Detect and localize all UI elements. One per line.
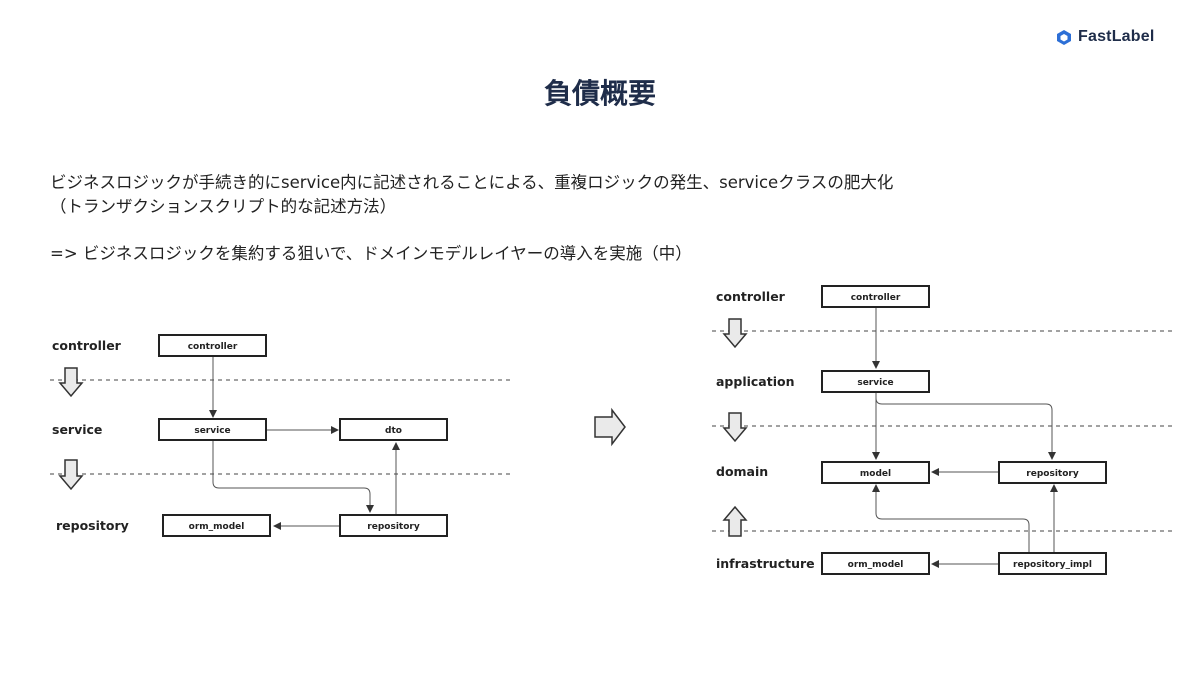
after-box-orm-model: orm_model xyxy=(821,552,930,575)
svg-text:controller: controller xyxy=(188,342,238,352)
before-box-service: service xyxy=(158,418,267,441)
svg-text:repository_impl: repository_impl xyxy=(1013,560,1092,570)
before-layer-repository: repository xyxy=(56,518,129,533)
right-arrow-icon xyxy=(594,407,626,447)
after-box-service: service xyxy=(821,370,930,393)
svg-text:service: service xyxy=(194,426,230,436)
up-arrow-icon xyxy=(722,505,748,537)
svg-text:repository: repository xyxy=(1026,469,1079,479)
before-diagram: controller service repository controller… xyxy=(50,334,510,537)
body-line-3: => ビジネスロジックを集約する狙いで、ドメインモデルレイヤーの導入を実施（中） xyxy=(50,244,692,263)
svg-text:orm_model: orm_model xyxy=(189,522,245,532)
edge-service-to-repository xyxy=(875,397,1056,460)
svg-text:repository: repository xyxy=(367,522,420,532)
page-title: 負債概要 xyxy=(543,77,656,110)
after-box-controller: controller xyxy=(821,285,930,308)
svg-text:orm_model: orm_model xyxy=(848,560,904,570)
after-box-model: model xyxy=(821,461,930,484)
edge-service-to-repository xyxy=(212,441,374,513)
after-layer-infrastructure: infrastructure xyxy=(716,556,815,571)
svg-text:model: model xyxy=(860,469,891,479)
after-diagram: controller application domain infrastruc… xyxy=(712,285,1172,575)
after-layer-domain: domain xyxy=(716,464,768,479)
body-line-1: ビジネスロジックが手続き的にservice内に記述されることによる、重複ロジック… xyxy=(50,173,894,192)
before-layer-controller: controller xyxy=(52,338,122,353)
down-arrow-icon xyxy=(58,459,84,491)
before-box-orm-model: orm_model xyxy=(162,514,271,537)
after-box-repository-impl: repository_impl xyxy=(998,552,1107,575)
down-arrow-icon xyxy=(722,412,748,443)
before-box-controller: controller xyxy=(158,334,267,357)
edge-repository-impl-to-model xyxy=(872,484,1030,553)
body-line-2: （トランザクションスクリプト的な記述方法） xyxy=(50,197,397,216)
brand-name: FastLabel xyxy=(1078,28,1155,45)
svg-text:dto: dto xyxy=(385,426,402,436)
before-box-repository: repository xyxy=(339,514,448,537)
down-arrow-icon xyxy=(58,367,84,398)
svg-text:controller: controller xyxy=(851,293,901,303)
after-box-repository: repository xyxy=(998,461,1107,484)
down-arrow-icon xyxy=(722,318,748,349)
before-layer-service: service xyxy=(52,422,102,437)
fastlabel-hex-icon xyxy=(1057,29,1071,45)
fastlabel-logo: FastLabel xyxy=(1056,28,1155,46)
before-box-dto: dto xyxy=(339,418,448,441)
after-layer-controller: controller xyxy=(716,289,786,304)
after-layer-application: application xyxy=(716,374,795,389)
svg-text:service: service xyxy=(857,378,893,388)
